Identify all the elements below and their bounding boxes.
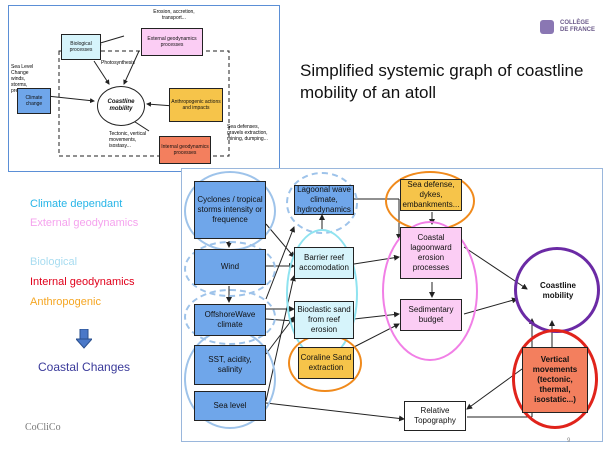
legend-anthropogenic: Anthropogenic bbox=[30, 296, 101, 308]
page-number: 9 bbox=[567, 438, 571, 444]
legend-internal: Internal geodynamics bbox=[30, 276, 135, 288]
coastline-node: Coastline mobility bbox=[532, 269, 584, 313]
offshore-box: OffshoreWave climate bbox=[194, 304, 266, 336]
bioclastic-box: Bioclastic sand from reef erosion bbox=[294, 301, 354, 339]
budget-box: Sedimentary budget bbox=[400, 299, 462, 331]
down-arrow-icon bbox=[76, 329, 92, 349]
coastal-box: Coastal lagoonward erosion processes bbox=[400, 227, 462, 279]
external-ellipse bbox=[382, 221, 478, 361]
coraline-box: Coraline Sand extraction bbox=[298, 347, 354, 379]
college-de-france-logo-icon bbox=[540, 20, 554, 34]
inset-defenses-note: Sea defenses, gravels extraction, mining… bbox=[227, 124, 268, 142]
lagoonal-box: Lagoonal wave climate, hydrodynamics bbox=[294, 185, 354, 215]
legend-external: External geodynamics bbox=[30, 217, 139, 229]
inset-coastline-node: Coastline mobility bbox=[97, 86, 145, 126]
barrier-box: Barrier reef accomodation bbox=[294, 247, 354, 279]
vertical-box: Vertical movements (tectonic, thermal, i… bbox=[522, 347, 588, 413]
institution-line-2: DE FRANCE bbox=[560, 27, 596, 33]
inset-diagram: Erosion, accretion, transport... Externa… bbox=[8, 5, 280, 172]
cocliCo-logo: CoCliCo bbox=[25, 422, 61, 433]
sea-level-box: Sea level bbox=[194, 391, 266, 421]
sst-box: SST, acidity, salinity bbox=[194, 345, 266, 385]
slide-title: Simplified systemic graph of coastline m… bbox=[300, 61, 584, 102]
vertical-ellipse bbox=[512, 329, 598, 429]
legend-biological: Biological bbox=[30, 256, 78, 268]
main-diagram: Cyclones / tropical storms intensity or … bbox=[181, 168, 603, 442]
inset-photosynthesis-note: Photosynthesis bbox=[101, 60, 135, 66]
cyclones-box: Cyclones / tropical storms intensity or … bbox=[194, 181, 266, 239]
wind-box: Wind bbox=[194, 249, 266, 285]
relative-topography-box: Relative Topography bbox=[404, 401, 466, 431]
inset-top-note: Erosion, accretion, transport... bbox=[153, 9, 195, 21]
inset-tectonic-note: Tectonic, vertical movements, isostasy..… bbox=[109, 131, 146, 149]
inset-internal-box: Internal geodynamics processes bbox=[159, 136, 211, 164]
legend-climate: Climate dependant bbox=[30, 198, 123, 210]
defense-box: Sea defense, dykes, embankments... bbox=[400, 179, 462, 211]
institution-line-1: COLLÈGE bbox=[560, 20, 590, 26]
legend-result: Coastal Changes bbox=[38, 360, 131, 374]
inset-biological-box: Biological processes bbox=[61, 34, 101, 60]
inset-climate-box: Climate change bbox=[17, 88, 51, 114]
institution-logo-text: COLLÈGE DE FRANCE bbox=[560, 20, 595, 34]
inset-anthropogenic-box: Anthropogenic actions and impacts bbox=[169, 88, 223, 122]
inset-external-box: External geodynamics processes bbox=[141, 28, 203, 56]
